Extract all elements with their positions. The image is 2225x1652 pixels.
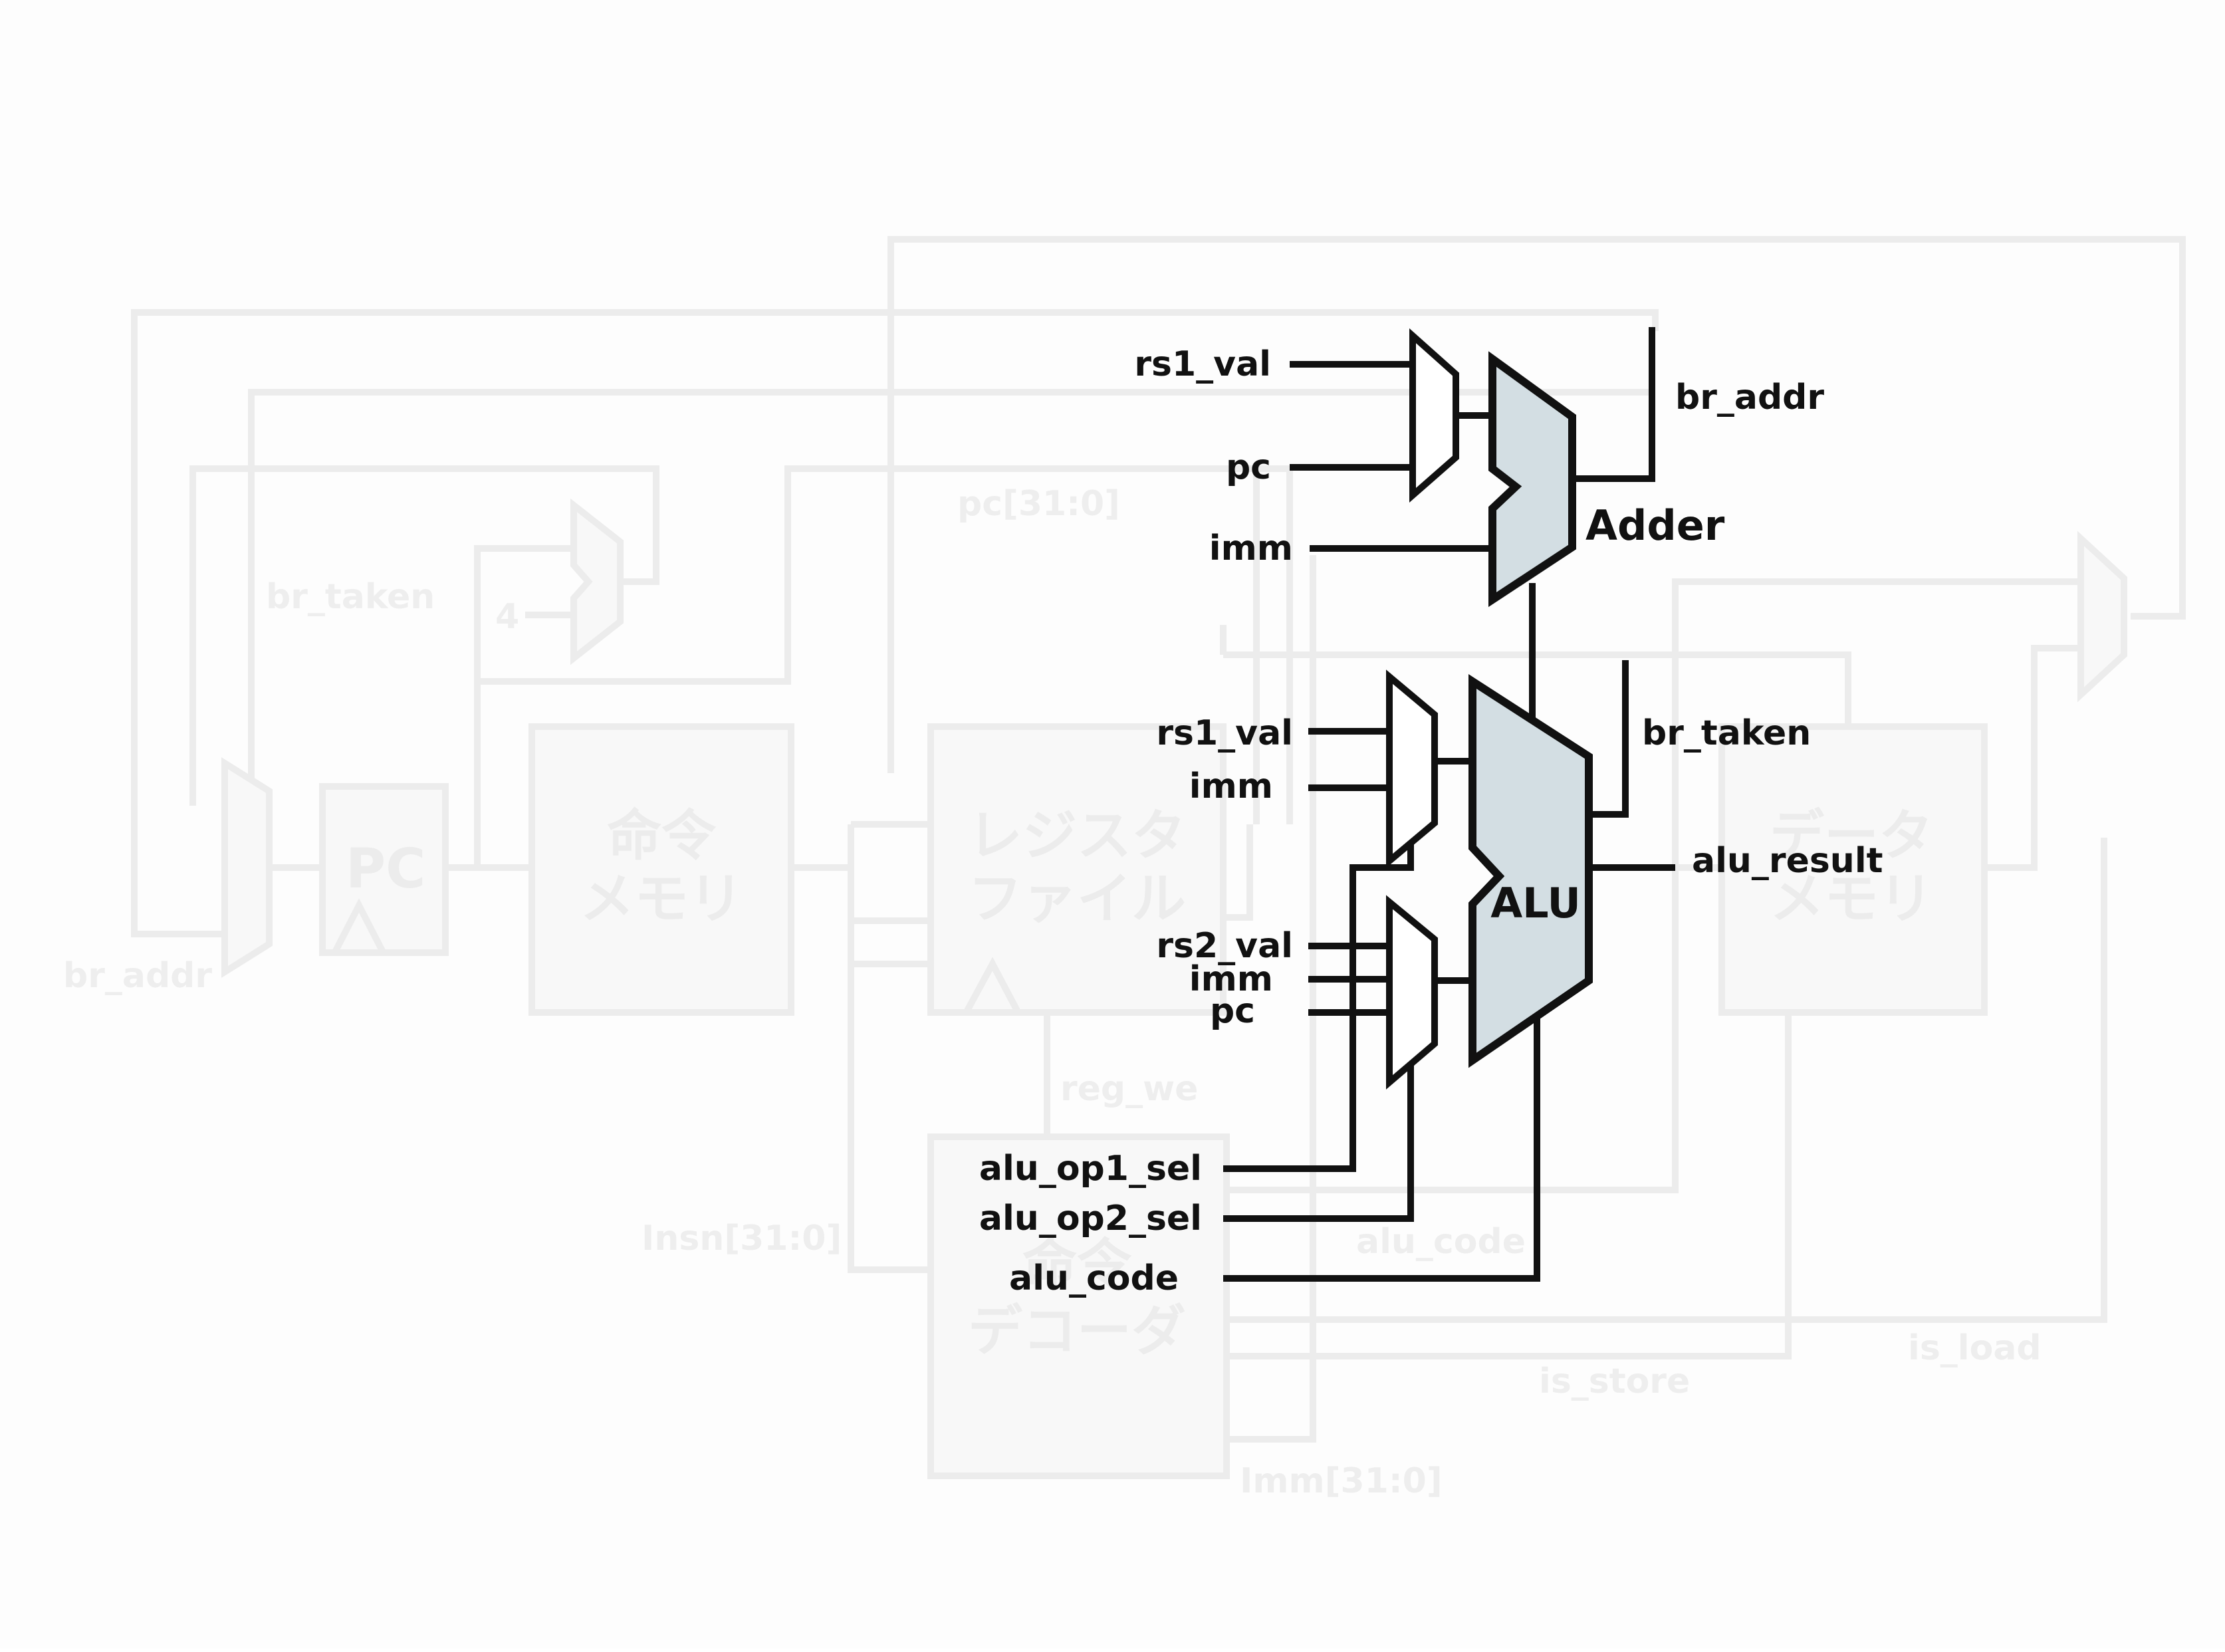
faded-loop-pc-plus4: [189, 465, 659, 806]
faded-label-imm-bits: Imm[31:0]: [1240, 1461, 1443, 1501]
faded-pc-to-adder4: [474, 545, 574, 868]
faded-label-insn-bits: Insn[31:0]: [642, 1219, 842, 1258]
adder-title: Adder: [1585, 501, 1725, 550]
faded-label-pc-register: PC: [346, 838, 425, 901]
faded-pc-register: [319, 783, 449, 956]
faded-label-imem-1: 命令: [607, 804, 717, 868]
faded-label-br-taken: br_taken: [266, 577, 435, 617]
wire-adder-out: [1572, 327, 1655, 482]
alu-label-op1-sel: alu_op1_sel: [979, 1149, 1202, 1189]
faded-rf-out: [1223, 824, 1253, 921]
alu-label-op1-imm: imm: [1189, 767, 1273, 806]
alu-label-alu-result: alu_result: [1692, 841, 1883, 881]
faded-next-pc-mux: [221, 757, 273, 979]
faded-loop-br-taken: [248, 389, 1655, 806]
faded-loop-outer: [887, 236, 2186, 773]
faded-instruction-decoder: [927, 1133, 1230, 1479]
alu-unit: [1468, 673, 1593, 1068]
faded-label-decoder-1: 命令: [1022, 1233, 1132, 1296]
alu-label-op2-pc: pc: [1210, 991, 1255, 1031]
faded-label-pc-bits: pc[31:0]: [957, 484, 1120, 524]
alu-label-op1-rs1-val: rs1_val: [1156, 713, 1293, 753]
faded-label-decoder-2: デコーダ: [968, 1300, 1186, 1363]
faded-insn-bus: [848, 824, 931, 1273]
faded-label-dmem-1: データ: [1770, 804, 1933, 868]
adder-unit: [1488, 351, 1576, 608]
faded-label-rf-1: レジスタ: [968, 804, 1186, 868]
alu-label-br-taken: br_taken: [1642, 713, 1811, 753]
adder-label-br-addr: br_addr: [1675, 378, 1824, 417]
faded-label-rf-2: ファイル: [968, 868, 1186, 931]
faded-label-is-store: is_store: [1539, 1361, 1690, 1401]
alu-op2-mux: [1386, 895, 1438, 1090]
faded-label-four: 4: [495, 597, 519, 637]
faded-instruction-memory: [528, 723, 794, 1016]
faded-loop-br-addr: [131, 309, 1659, 937]
alu-section: rs1_val imm rs2_val imm pc br_taken alu_…: [979, 660, 1883, 1298]
faded-plus4-adder: [570, 498, 624, 665]
faded-is-load: [1227, 838, 2107, 1323]
alu-title: ALU: [1490, 879, 1581, 927]
adder-input-mux: [1409, 328, 1459, 503]
faded-dec-aluop-1: [1227, 578, 2081, 1193]
faded-label-reg-we: reg_we: [1060, 1069, 1198, 1109]
faded-pc-clock-symbol: [332, 898, 386, 953]
faded-writeback-mux: [2077, 531, 2127, 703]
adder-label-rs1-val: rs1_val: [1134, 344, 1271, 384]
faded-datapath: pc[31:0] br_taken 4 br_addr PC 命令 メモリ レジ…: [63, 236, 2186, 1501]
faded-register-file: [927, 723, 1227, 1016]
alu-label-op2-rs2-val: rs2_val: [1156, 926, 1293, 966]
alu-label-op2-sel: alu_op2_sel: [979, 1199, 1202, 1239]
wire-alu-op1-sel: [1223, 823, 1414, 1172]
alu-label-alu-code: alu_code: [1009, 1258, 1179, 1298]
faded-label-is-load: is_load: [1908, 1328, 2042, 1368]
faded-rf-clock-symbol: [964, 957, 1020, 1012]
faded-imm-bus: [1227, 555, 1316, 1443]
wire-alu-code: [1223, 1018, 1540, 1282]
faded-is-store: [1227, 1014, 1792, 1359]
faded-data-memory: [1718, 723, 1988, 1016]
faded-label-br-addr: br_addr: [63, 956, 212, 996]
adder-label-imm: imm: [1209, 529, 1293, 568]
alu-op1-mux: [1386, 669, 1438, 868]
wire-alu-br-taken: [1589, 660, 1629, 818]
alu-label-op2-imm: imm: [1189, 959, 1273, 999]
faded-label-imem-2: メモリ: [580, 868, 743, 931]
wire-alu-op2-sel: [1223, 1044, 1414, 1222]
faded-label-dmem-2: メモリ: [1770, 868, 1933, 931]
adder-label-pc: pc: [1226, 447, 1271, 487]
adder-section: rs1_val pc imm br_addr Adder: [1134, 327, 1824, 721]
faded-label-alu-code: alu_code: [1356, 1222, 1526, 1262]
